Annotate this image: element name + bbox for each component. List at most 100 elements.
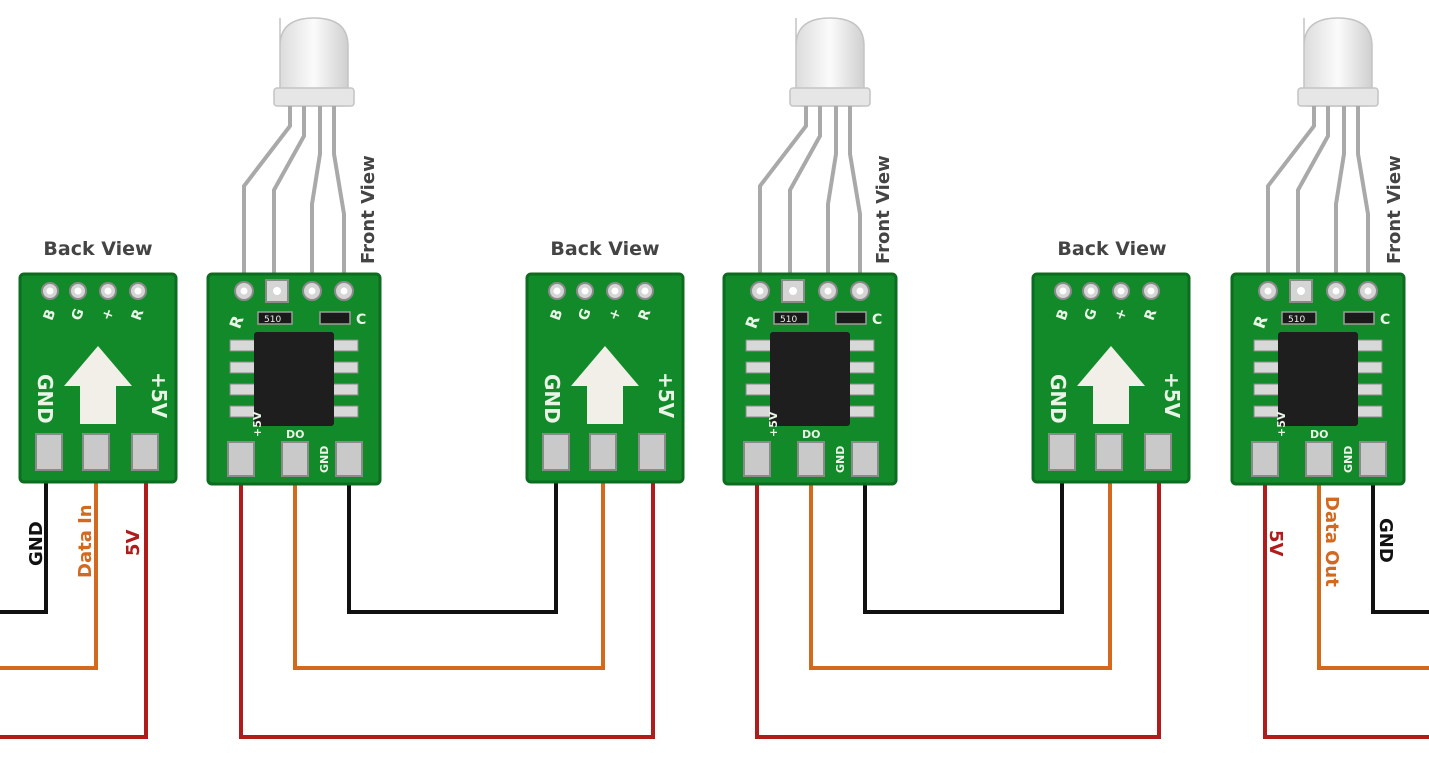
wire-label-5v-out: 5V [1265,530,1286,557]
silk-gnd: GND [33,374,57,424]
ic-pins-left [229,339,261,418]
arrow-up-icon [1077,346,1145,424]
pad-5v [638,433,666,471]
silk-pin-b: B [548,307,567,323]
silk-do: DO [1310,428,1328,441]
silk-r: R [741,313,763,331]
silk-pin-g: G [576,306,595,322]
silk-pin-plus: + [606,306,625,322]
wire-gnd-1 [347,455,558,614]
silk-5v: +5V [767,411,780,437]
pad-do [797,441,825,477]
front-view-label-1: Front View [358,155,379,264]
silk-c: C [1380,312,1390,328]
wire-data-in [0,455,98,670]
pad-5v [131,433,159,471]
wire-gnd-in [0,455,48,614]
top-pads [41,282,147,300]
pad-data [1095,433,1123,471]
silk-pin-b: B [41,307,60,323]
wire-label-gnd-in: GND [26,521,47,566]
arrow-up-icon [571,346,639,424]
silk-pin-plus: + [1112,306,1131,322]
silk-c: C [872,312,882,328]
capacitor [1343,311,1375,325]
silk-resistor: 510 [1288,315,1305,325]
silk-resistor: 510 [264,315,281,325]
wire-5v-1 [239,455,655,739]
silk-resistor: 510 [780,315,797,325]
silk-pin-g: G [1082,306,1101,322]
resistor [257,311,293,325]
top-pads [548,282,654,300]
wire-label-data-in: Data In [75,504,96,578]
resistor [773,311,809,325]
back-view-label-3: Back View [1057,238,1166,260]
ic-chip [254,332,334,426]
silk-gnd: GND [1342,446,1355,473]
back-view-label-1: Back View [43,238,152,260]
silk-5v: +5V [251,411,264,437]
pad-gnd [1359,441,1387,477]
pad-5v [1251,441,1279,477]
pad-gnd [851,441,879,477]
back-board-1: B G + R GND +5V [18,272,178,484]
wire-gnd-out [1371,455,1429,614]
wire-5v-2 [755,455,1161,739]
silk-pin-g: G [69,306,88,322]
led-icon [1266,17,1379,286]
back-board-2: B G + R GND +5V [525,272,685,484]
pad-do [281,441,309,477]
silk-plus5v: +5V [1160,372,1184,419]
wire-data-2 [809,455,1112,670]
silk-gnd: GND [1046,374,1070,424]
silk-plus5v: +5V [147,372,171,419]
pad-do [1305,441,1333,477]
pad-gnd [335,441,363,477]
silk-gnd: GND [834,446,847,473]
wires [0,455,1429,739]
pad-data [589,433,617,471]
front-view-label-3: Front View [1384,155,1405,264]
front-board-1: R 510 C +5V DO GND [206,17,382,486]
silk-do: DO [802,428,820,441]
silk-gnd: GND [540,374,564,424]
silk-do: DO [286,428,304,441]
pad-5v [743,441,771,477]
wire-label-data-out: Data Out [1321,496,1342,587]
top-pads [1054,282,1160,300]
wire-data-1 [293,455,605,670]
resistor [1281,311,1317,325]
silk-pin-plus: + [99,306,118,322]
pad-gnd [542,433,570,471]
silk-pin-b: B [1054,307,1073,323]
arrow-up-icon [64,346,132,424]
pad-5v [227,441,255,477]
led-icon [242,17,355,286]
front-board-2: R 510 C +5V DO GND [722,17,898,486]
wire-gnd-2 [863,455,1064,614]
silk-5v: +5V [1275,411,1288,437]
pad-gnd [35,433,63,471]
silk-plus5v: +5V [654,372,678,419]
capacitor [319,311,351,325]
pad-5v [1144,433,1172,471]
wire-5v-in [0,455,148,739]
ic-chip [1278,332,1358,426]
wire-data-out [1317,455,1429,670]
silk-gnd: GND [318,446,331,473]
front-view-label-2: Front View [873,155,894,264]
front-board-3: R 510 C +5V DO GND [1230,17,1406,486]
wire-5v-out [1263,455,1429,739]
pad-data [82,433,110,471]
silk-r: R [1249,313,1271,331]
ic-pins-right [1351,339,1383,418]
wire-label-gnd-out: GND [1375,518,1396,563]
capacitor [835,311,867,325]
silk-r: R [225,313,247,331]
back-view-label-2: Back View [550,238,659,260]
led-icon [758,17,871,286]
back-board-3: B G + R GND +5V [1031,272,1191,484]
pad-gnd [1048,433,1076,471]
